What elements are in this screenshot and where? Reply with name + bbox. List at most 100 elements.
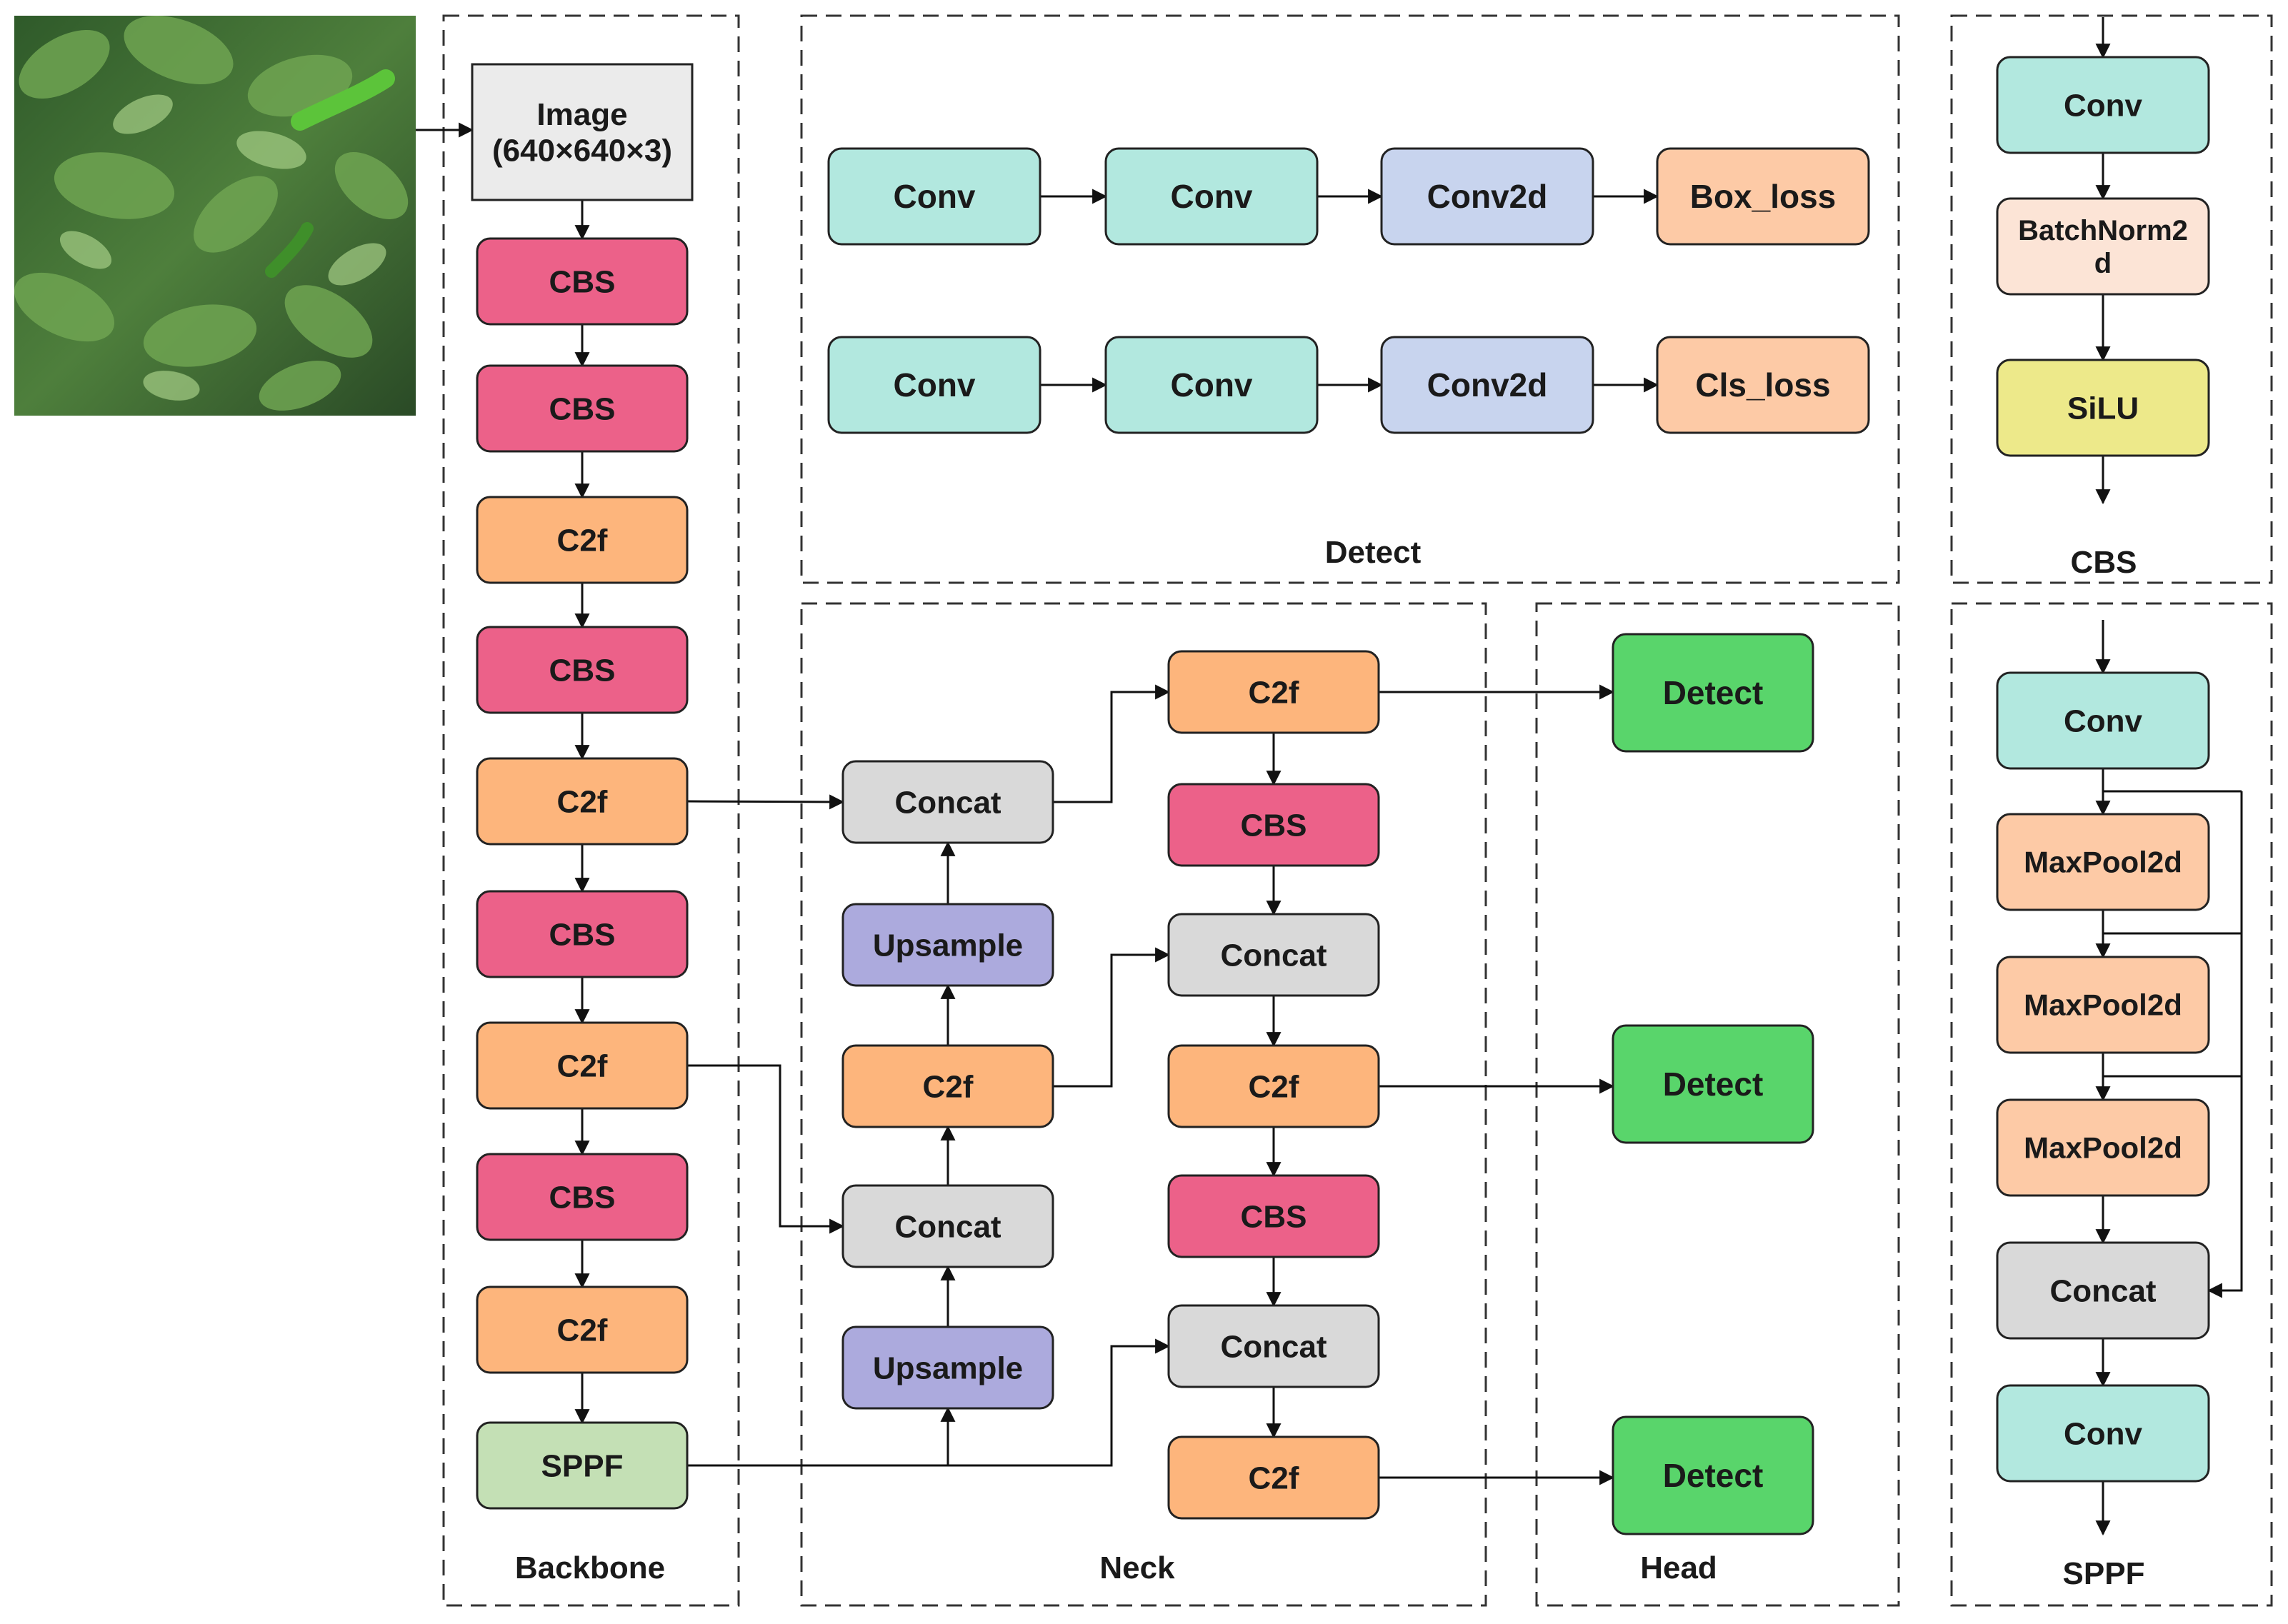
node-nk-c2f4: C2f [1167, 1435, 1380, 1520]
detect-label: Detect [1325, 535, 1422, 570]
node-nk-concat3: Concat [1167, 913, 1380, 997]
node-label: Concat [894, 1209, 1001, 1244]
node-label: Upsample [873, 928, 1023, 963]
node-label: Conv [2064, 703, 2143, 738]
node-label: SiLU [2067, 391, 2139, 426]
node-box [1380, 336, 1594, 434]
head-frame [1535, 602, 1900, 1607]
node-bb-cbs3: CBS [476, 626, 689, 714]
node-dt-boxloss: Box_loss [1656, 147, 1870, 246]
node-label: Conv [894, 366, 976, 404]
node-box [476, 237, 689, 326]
node-label: Concat [2049, 1273, 2156, 1308]
node-box [1996, 956, 2210, 1054]
node-label: CBS [1241, 808, 1307, 843]
node-box [1996, 1384, 2210, 1483]
node-dt-conv1: Conv [827, 147, 1041, 246]
node-box [1167, 1435, 1380, 1520]
node-bb-cbs5: CBS [476, 1153, 689, 1241]
node-sp-mp2: MaxPool2d [1996, 956, 2210, 1054]
node-label: CBS [549, 917, 616, 952]
edge-concat1-to-c2f2 [1053, 684, 1171, 803]
node-label: C2f [1249, 1069, 1299, 1104]
node-label: CBS [549, 391, 616, 426]
node-nk-cbs2: CBS [1167, 1174, 1380, 1258]
node-box [476, 890, 689, 978]
node-label: Conv [1171, 366, 1253, 404]
node-box [841, 903, 1054, 987]
node-label: CBS [549, 264, 616, 299]
node-hd-detect1: Detect [1612, 633, 1814, 753]
node-box [1996, 813, 2210, 911]
node-label: Box_loss [1690, 178, 1837, 215]
node-label: Conv [1171, 178, 1253, 215]
edge-sppf-bus-to-concat [2207, 791, 2243, 1298]
node-dt-conv2d1: Conv2d [1380, 147, 1594, 246]
node-label: C2f [557, 523, 608, 558]
node-label: C2f [557, 784, 608, 819]
node-sp-conv2: Conv [1996, 1384, 2210, 1483]
edge-c2f3-to-concat2 [687, 1064, 845, 1234]
node-label: CBS [1241, 1199, 1307, 1234]
sppf-frame [1950, 602, 2273, 1607]
node-cbs-silu: SiLU [1996, 359, 2210, 457]
node-label: Cls_loss [1695, 366, 1830, 404]
node-box [1167, 650, 1380, 734]
node-label: Upsample [873, 1350, 1023, 1385]
node-label: CBS [549, 1180, 616, 1215]
node-bb-c2f2: C2f [476, 757, 689, 846]
node-bb-sppf: SPPF [476, 1421, 689, 1510]
node-box [471, 63, 694, 201]
node-bb-cbs2: CBS [476, 364, 689, 453]
detect-frame [800, 14, 1900, 584]
node-box [476, 496, 689, 584]
node-nk-c2f2: C2f [1167, 650, 1380, 734]
node-box [476, 1285, 689, 1374]
node-box [1167, 1304, 1380, 1388]
node-box [476, 757, 689, 846]
node-label: MaxPool2d [2024, 1131, 2182, 1165]
node-dt-conv3: Conv [827, 336, 1041, 434]
node-box [1104, 147, 1319, 246]
node-box [476, 626, 689, 714]
node-dt-conv2d2: Conv2d [1380, 336, 1594, 434]
cbs-label: CBS [2071, 545, 2137, 580]
node-label: Concat [894, 785, 1001, 820]
sppf-label: SPPF [2063, 1556, 2145, 1591]
node-box [841, 1044, 1054, 1128]
node-bb-cbs1: CBS [476, 237, 689, 326]
node-box [841, 1184, 1054, 1268]
neck-label: Neck [1099, 1550, 1175, 1585]
node-nk-c2f3: C2f [1167, 1044, 1380, 1128]
node-sp-mp1: MaxPool2d [1996, 813, 2210, 911]
backbone-frame [442, 14, 740, 1607]
node-label: Concat [1220, 938, 1327, 973]
node-label: Image(640×640×3) [492, 97, 672, 169]
node-box [1996, 197, 2210, 296]
node-box [1167, 913, 1380, 997]
node-label: CBS [549, 653, 616, 688]
node-hd-detect3: Detect [1612, 1415, 1814, 1535]
node-bb-c2f3: C2f [476, 1021, 689, 1110]
node-box [1996, 1098, 2210, 1197]
node-box [476, 1021, 689, 1110]
node-box [1167, 1174, 1380, 1258]
edge-sppf-to-concat4 [687, 1338, 1171, 1467]
node-nk-c2f1: C2f [841, 1044, 1054, 1128]
node-nk-upsample2: Upsample [841, 1325, 1054, 1410]
node-box [1167, 783, 1380, 867]
edge-c2f1-to-concat3 [1053, 947, 1171, 1088]
node-box [1380, 147, 1594, 246]
node-nk-upsample1: Upsample [841, 903, 1054, 987]
node-box [1996, 671, 2210, 770]
node-label: C2f [1249, 1460, 1299, 1495]
node-box [841, 760, 1054, 844]
node-bb-cbs4: CBS [476, 890, 689, 978]
node-box [827, 147, 1041, 246]
node-label: C2f [1249, 675, 1299, 710]
node-box [1612, 1024, 1814, 1144]
backbone-label: Backbone [515, 1550, 665, 1585]
node-nk-concat4: Concat [1167, 1304, 1380, 1388]
